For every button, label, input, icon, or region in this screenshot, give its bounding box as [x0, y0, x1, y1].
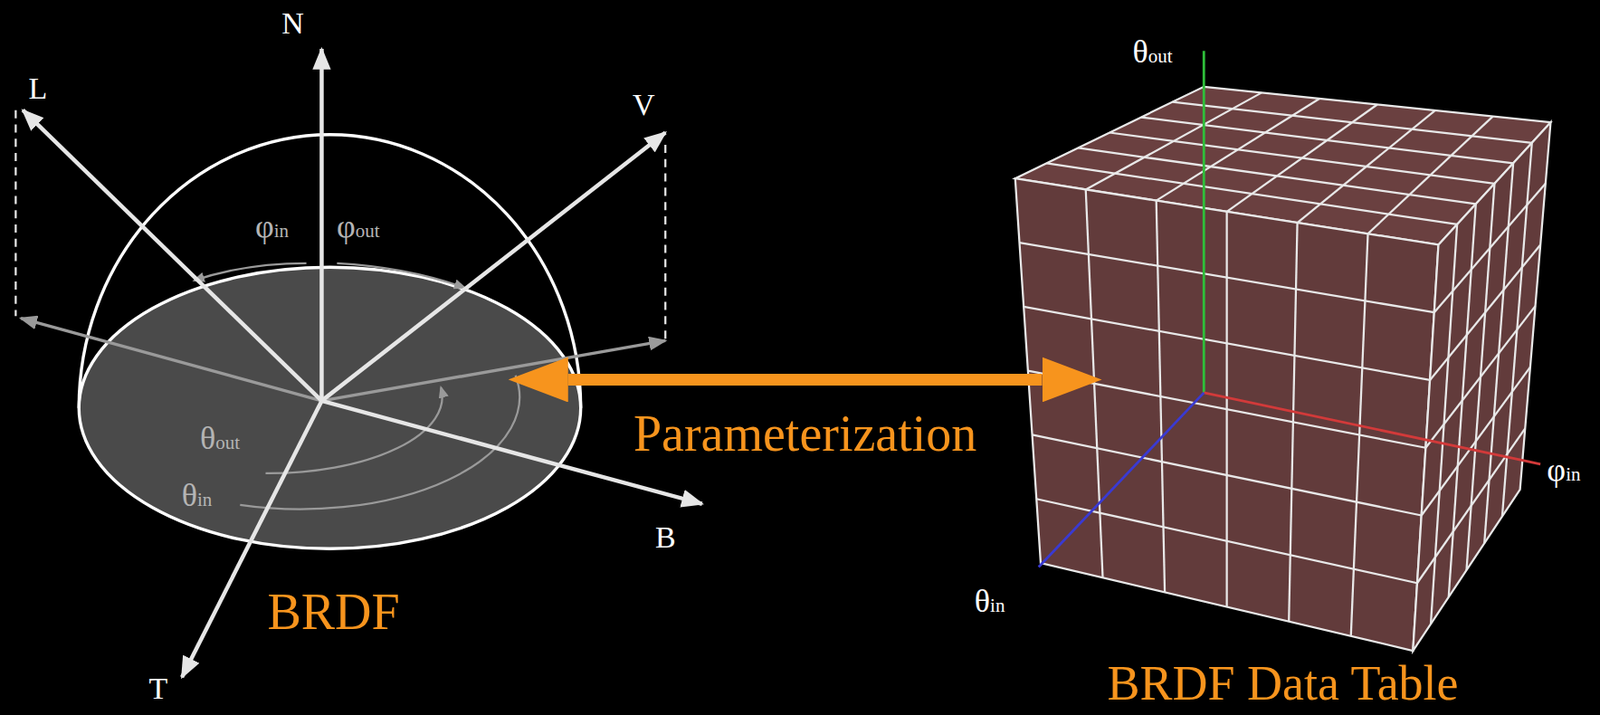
angle-label: θout [1133, 34, 1173, 71]
phi-in-arc [194, 263, 307, 281]
grid-line [1297, 110, 1436, 223]
grid-line [1425, 305, 1535, 448]
angle-label: φin [1546, 452, 1581, 489]
brdf-data-table: BRDF Data Table [1100, 40, 1592, 715]
axis-label: N [281, 6, 305, 40]
grid-line [1351, 233, 1369, 637]
angle-label: θin [181, 477, 213, 515]
axis-label: B [655, 520, 677, 554]
phi-out-arc [336, 263, 465, 288]
v-projection [321, 340, 666, 400]
angle-label: φin [255, 209, 289, 246]
grid-line [1036, 498, 1418, 583]
axis-label: T [149, 671, 169, 705]
grid-line [1288, 222, 1297, 622]
grid-line [1417, 428, 1525, 583]
view-vector [321, 133, 666, 401]
cube-axis [1203, 392, 1541, 465]
l-drop-line [14, 110, 17, 317]
parameterization-arrow [568, 373, 1043, 386]
cube-face [1015, 178, 1439, 651]
disc [78, 266, 581, 549]
v-drop-line [664, 144, 667, 339]
angle-label: θin [974, 583, 1006, 620]
light-vector [22, 110, 322, 401]
cube-face [1412, 122, 1551, 651]
data-cube [1015, 50, 1552, 651]
grid-line [1032, 434, 1422, 515]
dome [78, 134, 581, 409]
cube-axis [1202, 50, 1206, 393]
node-title: BRDF Data Table [1106, 657, 1458, 711]
grid-line [1047, 162, 1458, 225]
axis-label: L [28, 71, 48, 105]
axis-label: V [632, 87, 656, 122]
node-title: BRDF [266, 584, 400, 641]
edge-label: Parameterization [633, 406, 977, 463]
hemisphere [15, 48, 702, 677]
angle-label: θout [200, 420, 240, 458]
grid-line [1028, 371, 1427, 448]
grid-line [1109, 133, 1495, 184]
normal-axis [319, 48, 324, 401]
grid-line [1484, 162, 1514, 543]
cube-axis [1038, 392, 1205, 568]
brdf-hemisphere: BRDF [76, 270, 511, 654]
angle-label: φout [336, 209, 381, 246]
